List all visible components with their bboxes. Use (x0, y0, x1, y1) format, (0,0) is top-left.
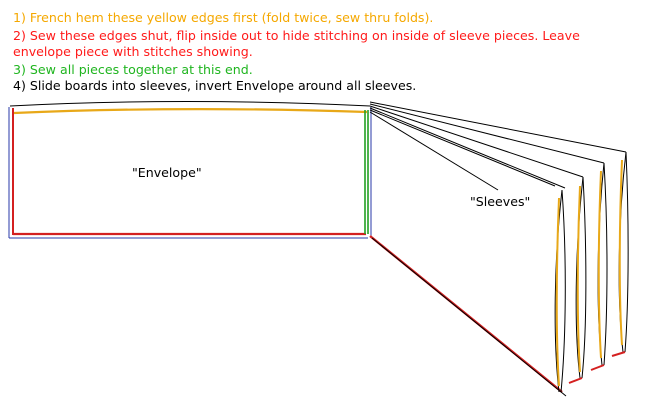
sleeve-3-yellow-hem (597, 170, 602, 359)
sleeve-1 (554, 189, 566, 393)
sleeve-top-line-1 (369, 111, 499, 191)
envelope-top-edge (9, 101, 371, 107)
sleeve-top-line-2 (369, 109, 556, 187)
sleeve-4-red-seam (611, 351, 626, 357)
sleeve-3-outline-right (603, 162, 608, 366)
envelope-piece: "Envelope" (8, 101, 372, 239)
envelope-label: "Envelope" (132, 165, 202, 180)
sleeve-top-line-5 (369, 103, 605, 164)
sleeve-2-red-seam (568, 377, 583, 384)
sleeve-2-yellow-hem (576, 185, 581, 373)
sleeve-top-line-6 (369, 101, 627, 153)
sleeve-1-outline-left (554, 189, 563, 393)
sleeve-3-red-seam (590, 364, 605, 371)
sleeve-3 (590, 162, 608, 371)
instruction-step-2: 2) Sew these edges shut, flip inside out… (13, 28, 580, 43)
sleeve-top-line-4 (369, 105, 584, 178)
sleeve-4 (611, 151, 629, 357)
sleeve-4-outline-right (624, 151, 629, 353)
sleeve-1-outline-right (560, 189, 566, 393)
sleeve-1-yellow-hem (555, 197, 560, 387)
instruction-step-1: 1) French hem these yellow edges first (… (13, 10, 434, 25)
sleeves-label: "Sleeves" (470, 194, 530, 209)
instruction-step-2-continued: envelope piece with stitches showing. (13, 44, 253, 59)
sleeve-4-yellow-hem (618, 159, 623, 346)
sleeve-outline-bottom (371, 237, 567, 397)
envelope-yellow-hem-top (13, 108, 368, 115)
sleeve-top-line-3 (369, 107, 566, 189)
sleeve-2 (568, 176, 587, 384)
sleeve-2-outline-right (581, 176, 587, 379)
sleeves-group: "Sleeves" (369, 101, 629, 397)
instruction-step-4: 4) Slide boards into sleeves, invert Env… (13, 78, 417, 93)
sleeve-2-outline-left (575, 176, 584, 379)
instruction-step-3: 3) Sew all pieces together at this end. (13, 62, 253, 77)
